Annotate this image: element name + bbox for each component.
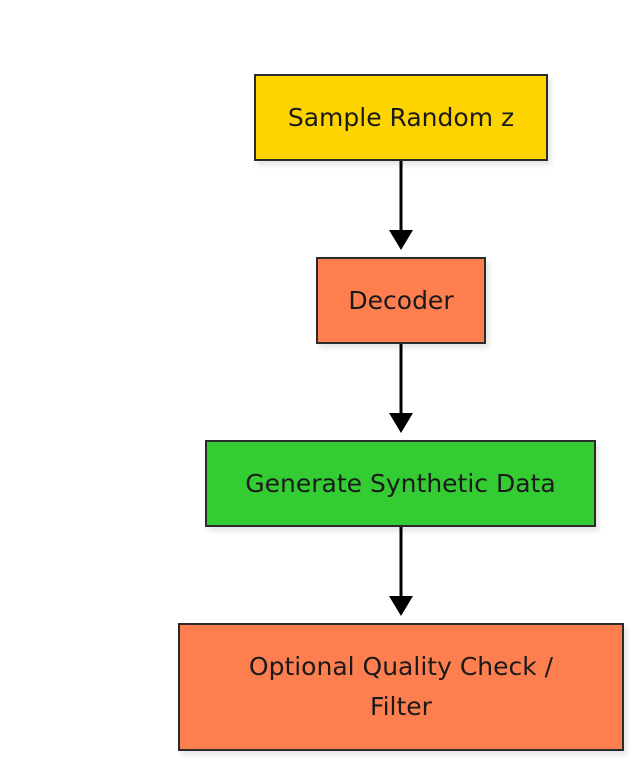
- node-label-line-2: Filter: [370, 692, 432, 721]
- arrowhead-icon: [389, 596, 413, 616]
- edge-decoder-to-generate: [389, 344, 413, 433]
- node-label: Sample Random z: [287, 102, 515, 132]
- node-decoder: Decoder: [316, 257, 486, 344]
- arrowhead-icon: [389, 413, 413, 433]
- node-quality-check-filter: Optional Quality Check / Filter: [178, 623, 624, 751]
- node-label: Optional Quality Check / Filter: [249, 647, 553, 727]
- node-label: Decoder: [348, 285, 454, 315]
- node-sample-random-z: Sample Random z: [254, 74, 548, 161]
- edge-sample-to-decoder: [389, 161, 413, 250]
- arrowhead-icon: [389, 230, 413, 250]
- node-label: Generate Synthetic Data: [245, 468, 556, 498]
- node-generate-synthetic-data: Generate Synthetic Data: [205, 440, 596, 527]
- edge-generate-to-filter: [389, 527, 413, 616]
- node-label-line-1: Optional Quality Check /: [248, 652, 554, 681]
